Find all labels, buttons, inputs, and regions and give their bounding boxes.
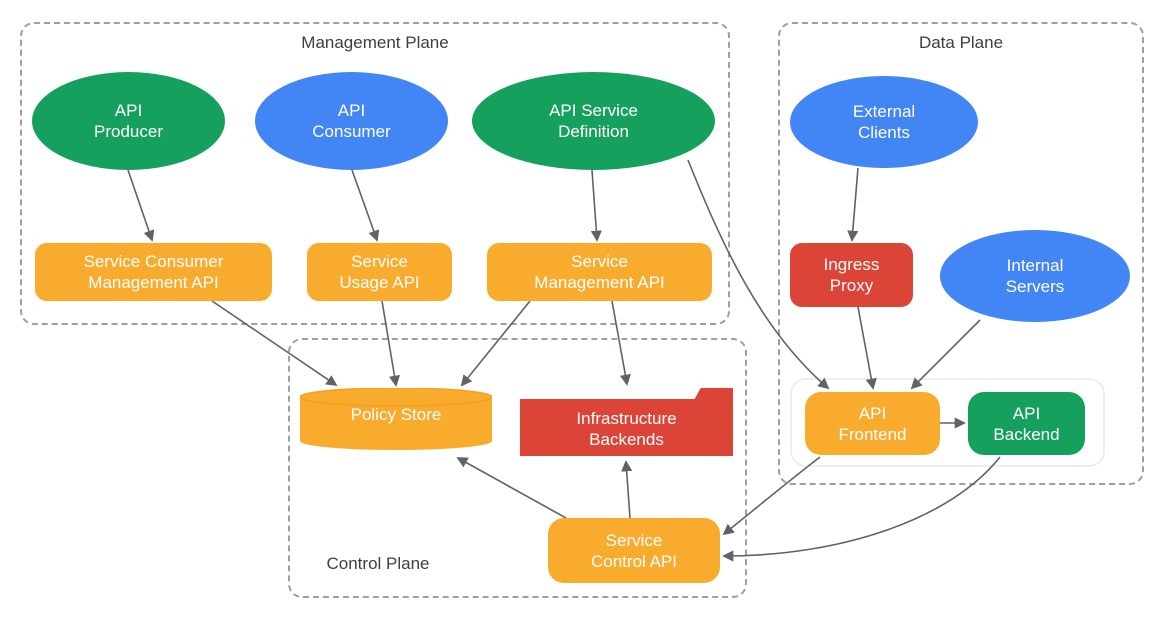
node-label-service-consumer-management-api: Service Consumer Management API: [83, 252, 224, 292]
node-label-api-consumer: API Consumer: [312, 101, 391, 141]
node-label-ingress-proxy: Ingress Proxy: [823, 255, 880, 295]
node-label-service-control-api: Service Control API: [591, 530, 677, 571]
node-external-clients[interactable]: External Clients: [790, 76, 978, 168]
node-policy-store[interactable]: Policy Store: [300, 388, 492, 450]
node-label-external-clients: External Clients: [852, 102, 916, 142]
node-label-api-backend: API Backend: [993, 403, 1060, 444]
node-label-api-producer: API Producer: [94, 101, 163, 141]
node-api-frontend[interactable]: API Frontend: [805, 392, 940, 455]
group-label-data-plane: Data Plane: [918, 33, 1004, 52]
node-api-backend[interactable]: API Backend: [968, 392, 1085, 455]
group-label-control-plane: Control Plane: [326, 554, 430, 573]
node-service-management-api[interactable]: Service Management API: [487, 243, 712, 301]
node-service-consumer-management-api[interactable]: Service Consumer Management API: [35, 243, 272, 301]
node-label-service-usage-api: Service Usage API: [339, 252, 420, 292]
node-api-consumer[interactable]: API Consumer: [255, 72, 448, 170]
node-api-service-definition[interactable]: API Service Definition: [472, 72, 715, 170]
node-api-producer[interactable]: API Producer: [32, 72, 225, 170]
node-internal-servers[interactable]: Internal Servers: [940, 230, 1130, 322]
node-label-api-frontend: API Frontend: [838, 403, 907, 444]
node-ingress-proxy[interactable]: Ingress Proxy: [790, 243, 913, 307]
node-label-service-management-api: Service Management API: [534, 252, 665, 292]
node-infrastructure-backends[interactable]: Infrastructure Backends: [520, 388, 733, 456]
group-label-management-plane: Management Plane: [301, 33, 449, 52]
node-service-control-api[interactable]: Service Control API: [548, 518, 720, 583]
node-service-usage-api[interactable]: Service Usage API: [307, 243, 452, 301]
node-label-api-service-definition: API Service Definition: [549, 101, 638, 141]
node-label-internal-servers: Internal Servers: [1005, 256, 1065, 296]
